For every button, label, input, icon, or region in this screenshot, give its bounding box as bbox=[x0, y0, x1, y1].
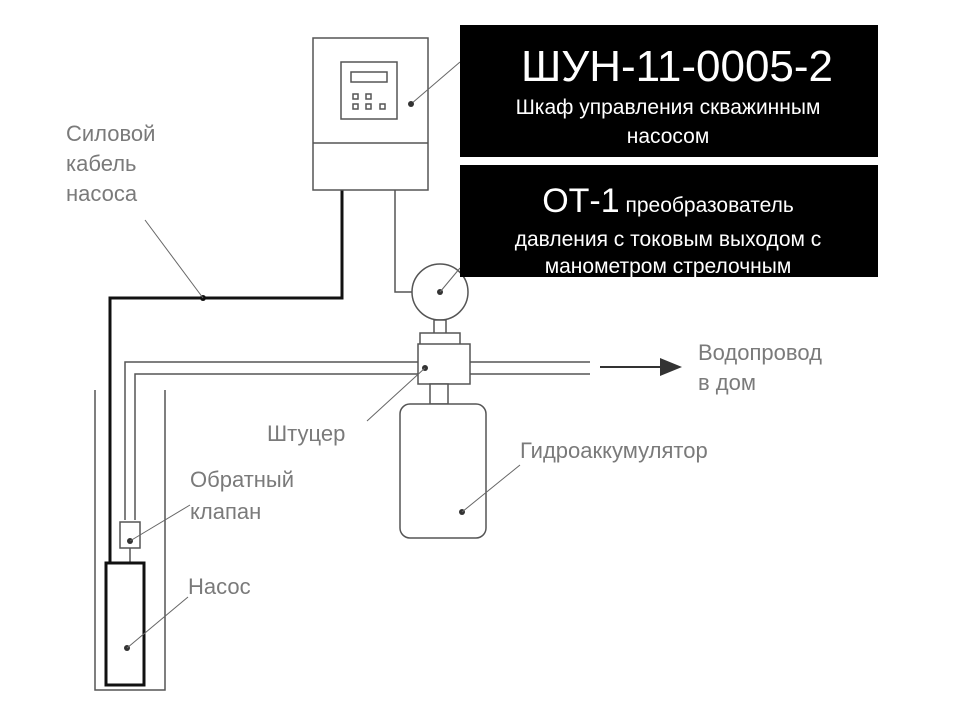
well-casing bbox=[94, 390, 166, 691]
label-check-valve-1: Обратный bbox=[190, 467, 294, 492]
sensor-title-line: ОТ-1 преобразователь bbox=[542, 182, 794, 220]
sensor-model: ОТ-1 bbox=[542, 182, 619, 220]
label-accumulator: Гидроаккумулятор bbox=[520, 438, 708, 463]
label-power-cable-2: кабель bbox=[66, 151, 137, 176]
label-check-valve-2: клапан bbox=[190, 499, 261, 524]
label-fitting: Штуцер bbox=[267, 421, 345, 446]
cabinet-description-2: насосом bbox=[627, 125, 710, 148]
cabinet-description-1: Шкаф управления скважинным bbox=[516, 96, 821, 119]
control-cabinet bbox=[312, 37, 429, 191]
power-cable bbox=[108, 190, 344, 565]
sensor-description-3: манометром стрелочным bbox=[545, 255, 792, 278]
label-water-supply-1: Водопровод bbox=[698, 340, 822, 365]
check-valve bbox=[119, 521, 141, 549]
info-box-sensor: ОТ-1 преобразователь давления с токовым … bbox=[460, 165, 878, 278]
pressure-gauge bbox=[411, 263, 469, 335]
sensor-wire bbox=[394, 190, 412, 293]
flow-arrow bbox=[600, 358, 682, 376]
water-pipe bbox=[124, 361, 590, 520]
label-water-supply-2: в дом bbox=[698, 370, 756, 395]
cabinet-label-dot bbox=[408, 101, 414, 107]
sensor-description-2: давления с токовым выходом с bbox=[515, 228, 822, 251]
info-box-cabinet: ШУН-11-0005-2 Шкаф управления скважинным… bbox=[460, 25, 878, 157]
label-power-cable-1: Силовой bbox=[66, 121, 155, 146]
sensor-description-1: преобразователь bbox=[620, 194, 794, 217]
leader-lines bbox=[126, 61, 521, 649]
label-pump: Насос bbox=[188, 574, 251, 599]
label-power-cable-3: насоса bbox=[66, 181, 138, 206]
accumulator-tank bbox=[399, 403, 487, 539]
cabinet-model: ШУН-11-0005-2 bbox=[521, 42, 833, 91]
pump bbox=[104, 548, 146, 687]
